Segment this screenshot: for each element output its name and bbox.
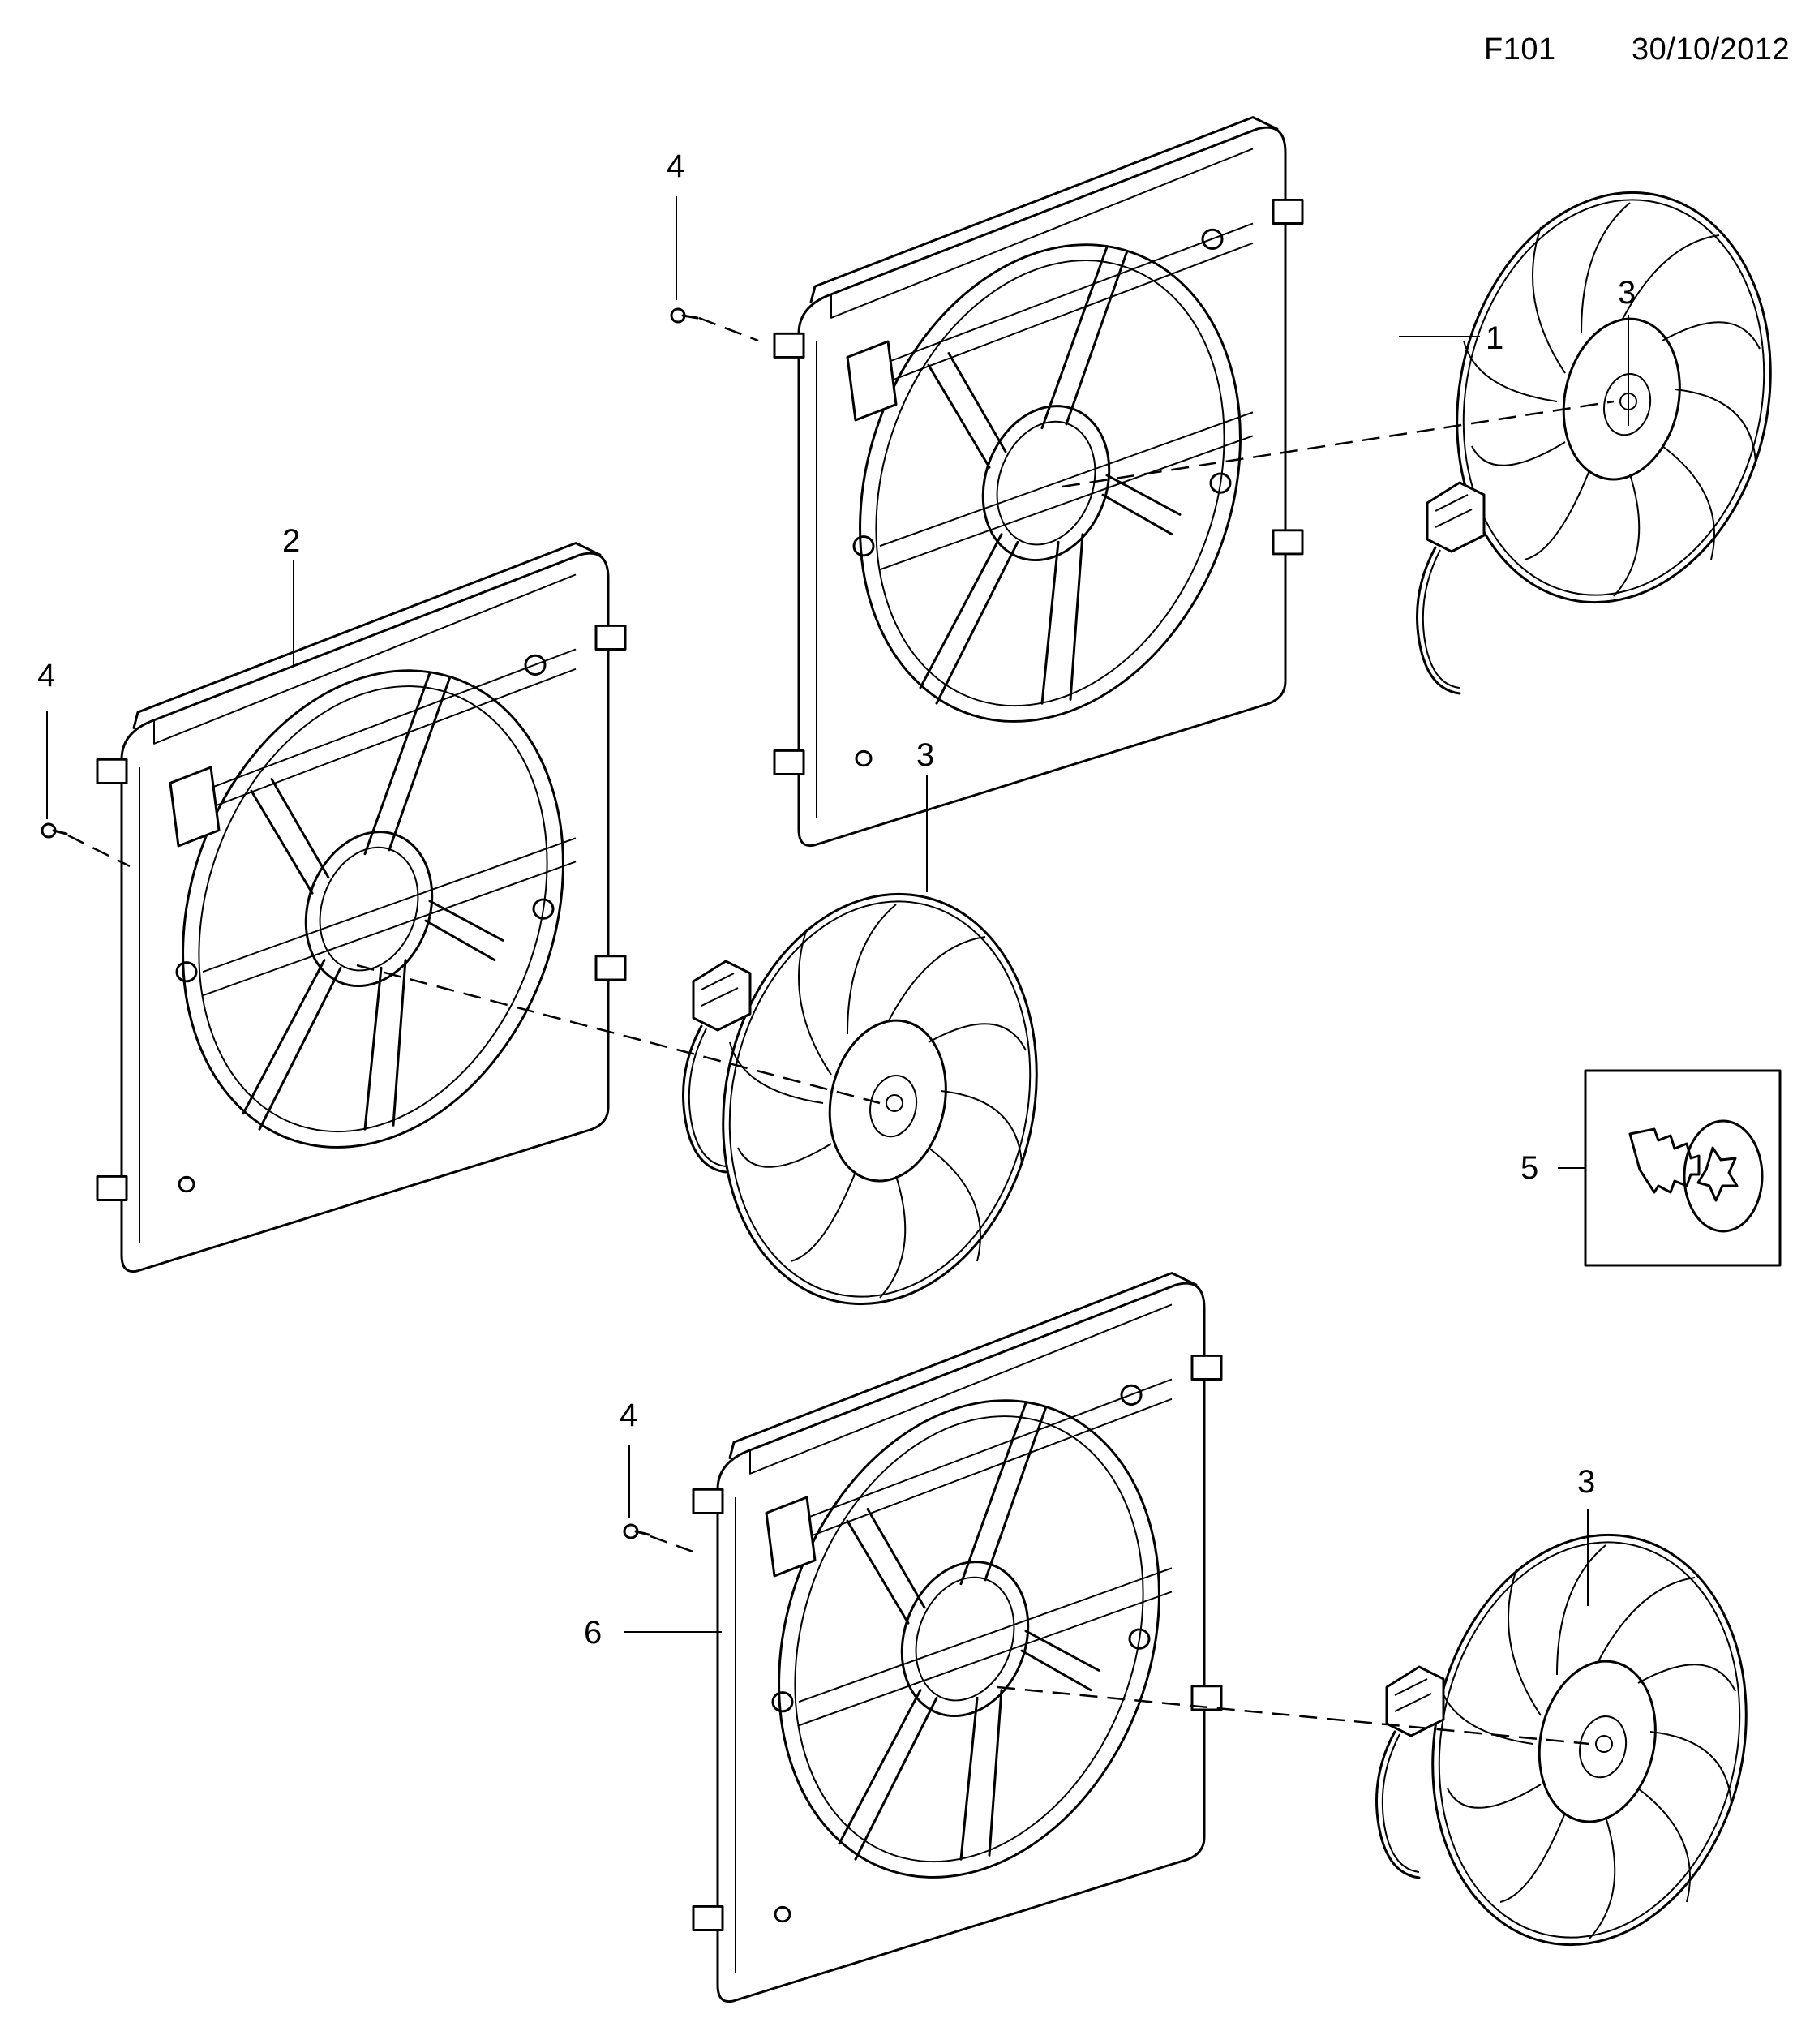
shroud-assembly-1 bbox=[773, 116, 1304, 848]
fan-middle bbox=[684, 863, 1075, 1335]
leader-lines bbox=[46, 196, 1629, 1633]
fan-axis-top bbox=[1062, 400, 1615, 488]
screw-bottom bbox=[623, 1523, 698, 1555]
callout-3-middle: 3 bbox=[916, 737, 934, 773]
fan-axis-middle bbox=[356, 964, 881, 1105]
callout-5: 5 bbox=[1520, 1150, 1538, 1186]
shroud-assembly-6 bbox=[692, 1272, 1223, 2003]
callout-4-middle: 4 bbox=[37, 658, 55, 694]
screw-middle bbox=[41, 822, 131, 868]
callout-4-bottom: 4 bbox=[620, 1398, 637, 1433]
diagram-code: F101 bbox=[1484, 32, 1556, 67]
fan-axis-bottom bbox=[997, 1685, 1590, 1746]
callout-4-top: 4 bbox=[667, 148, 684, 184]
callout-3-bottom: 3 bbox=[1577, 1464, 1595, 1500]
callout-2: 2 bbox=[282, 523, 300, 559]
fan-bottom bbox=[1394, 1504, 1785, 1976]
callout-3-top: 3 bbox=[1618, 275, 1636, 311]
shroud-assembly-2 bbox=[96, 542, 627, 1273]
callout-6: 6 bbox=[584, 1615, 602, 1651]
diagram-date: 30/10/2012 bbox=[1632, 32, 1791, 67]
callout-1: 1 bbox=[1486, 320, 1503, 356]
fan-top bbox=[1418, 161, 1809, 633]
detail-box-5 bbox=[1584, 1069, 1782, 1267]
screw-top bbox=[670, 307, 759, 342]
connector-top bbox=[1416, 481, 1486, 695]
